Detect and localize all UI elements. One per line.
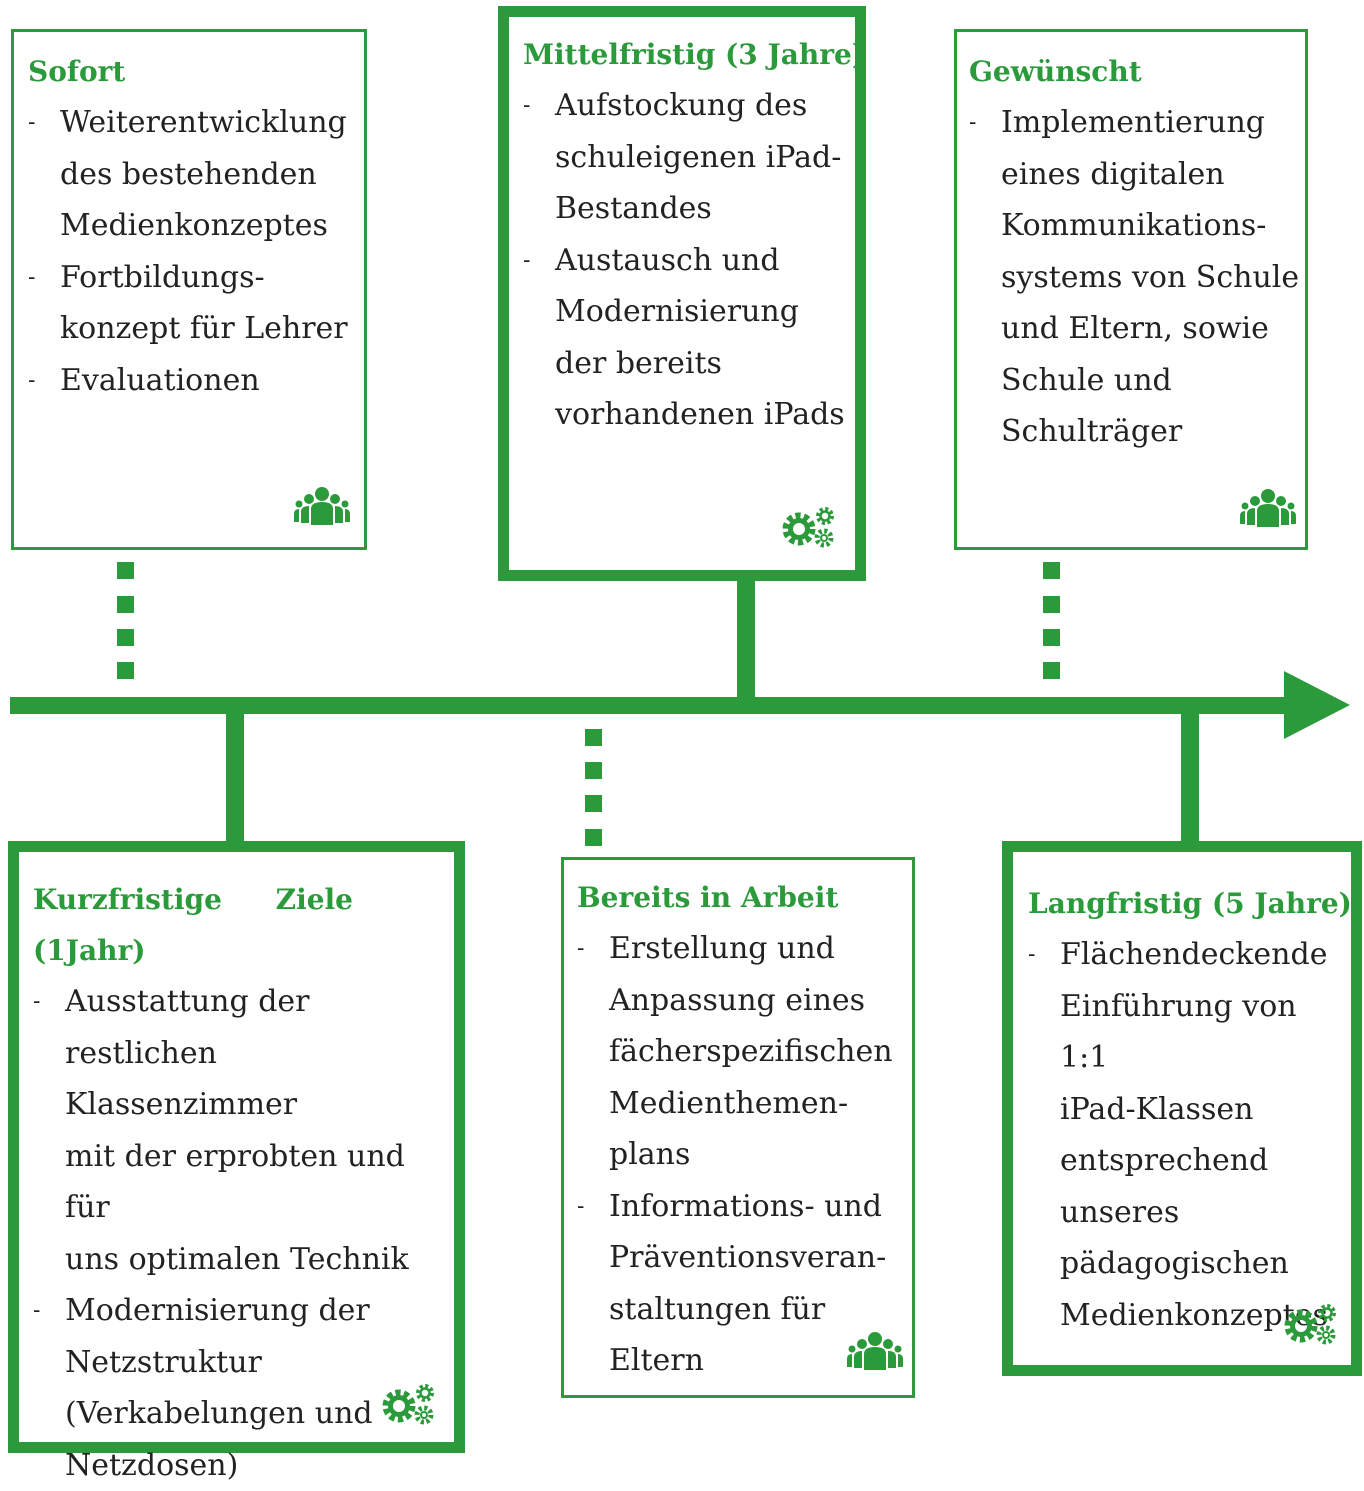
list-item: Fortbildungs- konzept für Lehrer [28, 252, 364, 355]
connector-gewuenscht [1043, 562, 1060, 679]
box-sofort: Sofort Weiterentwicklung des bestehenden… [11, 29, 367, 550]
box-mittelfristig: Mittelfristig (3 Jahre) Aufstockung des … [498, 6, 866, 581]
list-item: Aufstockung des schuleigenen iPad- Besta… [523, 80, 855, 235]
box-title: Sofort [28, 55, 126, 88]
list-item: Weiterentwicklung des bestehenden Medien… [28, 97, 364, 252]
box-title: Bereits in Arbeit [577, 881, 839, 914]
list-item: Austausch und Modernisierung der bereits… [523, 235, 855, 441]
list-item: Ausstattung der restlichen Klassenzimmer… [33, 976, 454, 1285]
gears-icon [382, 1384, 434, 1425]
timeline-line [10, 697, 1295, 714]
list-item: Implementierung eines digitalen Kommunik… [969, 97, 1305, 458]
box-title: Gewünscht [969, 55, 1142, 88]
list-item: Informations- und Präventionsveran- stal… [577, 1181, 912, 1387]
gears-icon [1284, 1304, 1336, 1345]
item-list: Erstellung und Anpassung eines fächerspe… [577, 923, 912, 1387]
connector-sofort [117, 562, 134, 679]
people-icon [847, 1332, 903, 1370]
box-kurzfristig: Kurzfristige Ziele (1Jahr) Ausstattung d… [8, 841, 465, 1483]
connector-bereits [585, 729, 602, 846]
list-item: Erstellung und Anpassung eines fächerspe… [577, 923, 912, 1181]
item-list: Weiterentwicklung des bestehenden Medien… [28, 97, 364, 406]
box-title: Langfristig (5 Jahre) [1028, 887, 1352, 920]
timeline-diagram [10, 562, 1350, 846]
timeline-arrowhead [1284, 671, 1350, 739]
item-list: Flächendeckende Einführung von 1:1 iPad-… [1028, 929, 1351, 1341]
people-icon [294, 487, 350, 525]
box-title: Kurzfristige Ziele (1Jahr) [33, 883, 353, 967]
connector-kurzfristig [226, 711, 244, 846]
people-icon [1240, 489, 1296, 527]
list-item: Flächendeckende Einführung von 1:1 iPad-… [1028, 929, 1351, 1341]
box-gewuenscht: Gewünscht Implementierung eines digitale… [954, 29, 1308, 550]
list-item: Evaluationen [28, 355, 364, 407]
connector-langfristig [1181, 711, 1199, 846]
box-langfristig: Langfristig (5 Jahre) Flächendeckende Ei… [1002, 841, 1362, 1376]
connector-mittelfristig [737, 575, 755, 700]
gears-icon [782, 507, 834, 548]
box-title: Mittelfristig (3 Jahre) [523, 38, 866, 71]
item-list: Implementierung eines digitalen Kommunik… [969, 97, 1305, 458]
item-list: Aufstockung des schuleigenen iPad- Besta… [523, 80, 855, 441]
box-bereits: Bereits in Arbeit Erstellung und Anpassu… [561, 857, 915, 1398]
